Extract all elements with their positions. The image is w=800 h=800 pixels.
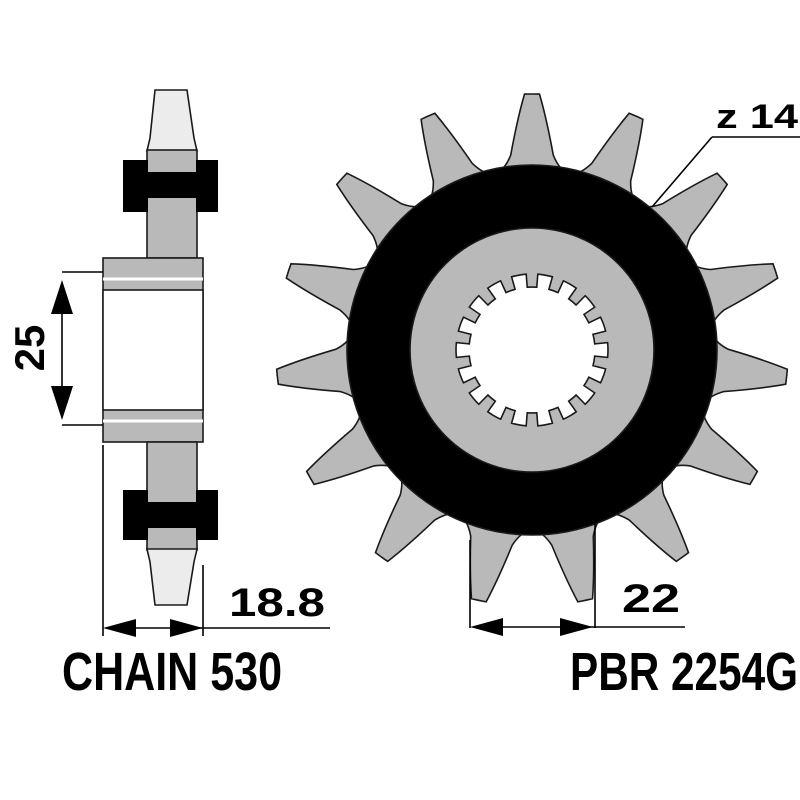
side-lower-block-left <box>123 490 148 540</box>
offset-arrow-right <box>560 618 593 636</box>
bore-diameter-label: 25 <box>6 325 53 372</box>
offset-label: 22 <box>622 577 680 621</box>
side-lower-block-band <box>147 502 197 528</box>
side-profile-view <box>102 89 218 606</box>
dimension-width: 18.8 <box>102 445 330 637</box>
side-upper-body <box>146 149 198 259</box>
width-arrow-left <box>103 619 136 637</box>
side-lower-block-right <box>196 490 218 540</box>
chain-size-label: CHAIN 530 <box>62 642 282 702</box>
spline-bore <box>455 273 609 427</box>
dimension-offset: 22 <box>469 522 685 636</box>
bore-arrow-up <box>51 280 73 314</box>
teeth-count-label: z 14 <box>716 98 798 136</box>
width-label: 18.8 <box>229 581 325 625</box>
bore-arrow-down <box>51 386 73 420</box>
width-arrow-right <box>170 619 203 637</box>
front-view <box>275 93 789 603</box>
side-bottom-tooth <box>145 548 199 606</box>
side-lower-body <box>146 441 198 551</box>
teeth-count-leader <box>651 136 713 208</box>
offset-arrow-left <box>470 618 503 636</box>
side-upper-block-band <box>147 172 197 198</box>
teeth-count-callout: z 14 <box>651 98 800 208</box>
side-top-tooth <box>145 89 199 152</box>
side-hub-bore <box>102 289 204 411</box>
side-upper-block-left <box>123 160 148 212</box>
dimension-bore: 25 <box>6 271 103 426</box>
part-number-label: PBR 2254G <box>570 642 798 702</box>
side-upper-block-right <box>196 160 218 212</box>
